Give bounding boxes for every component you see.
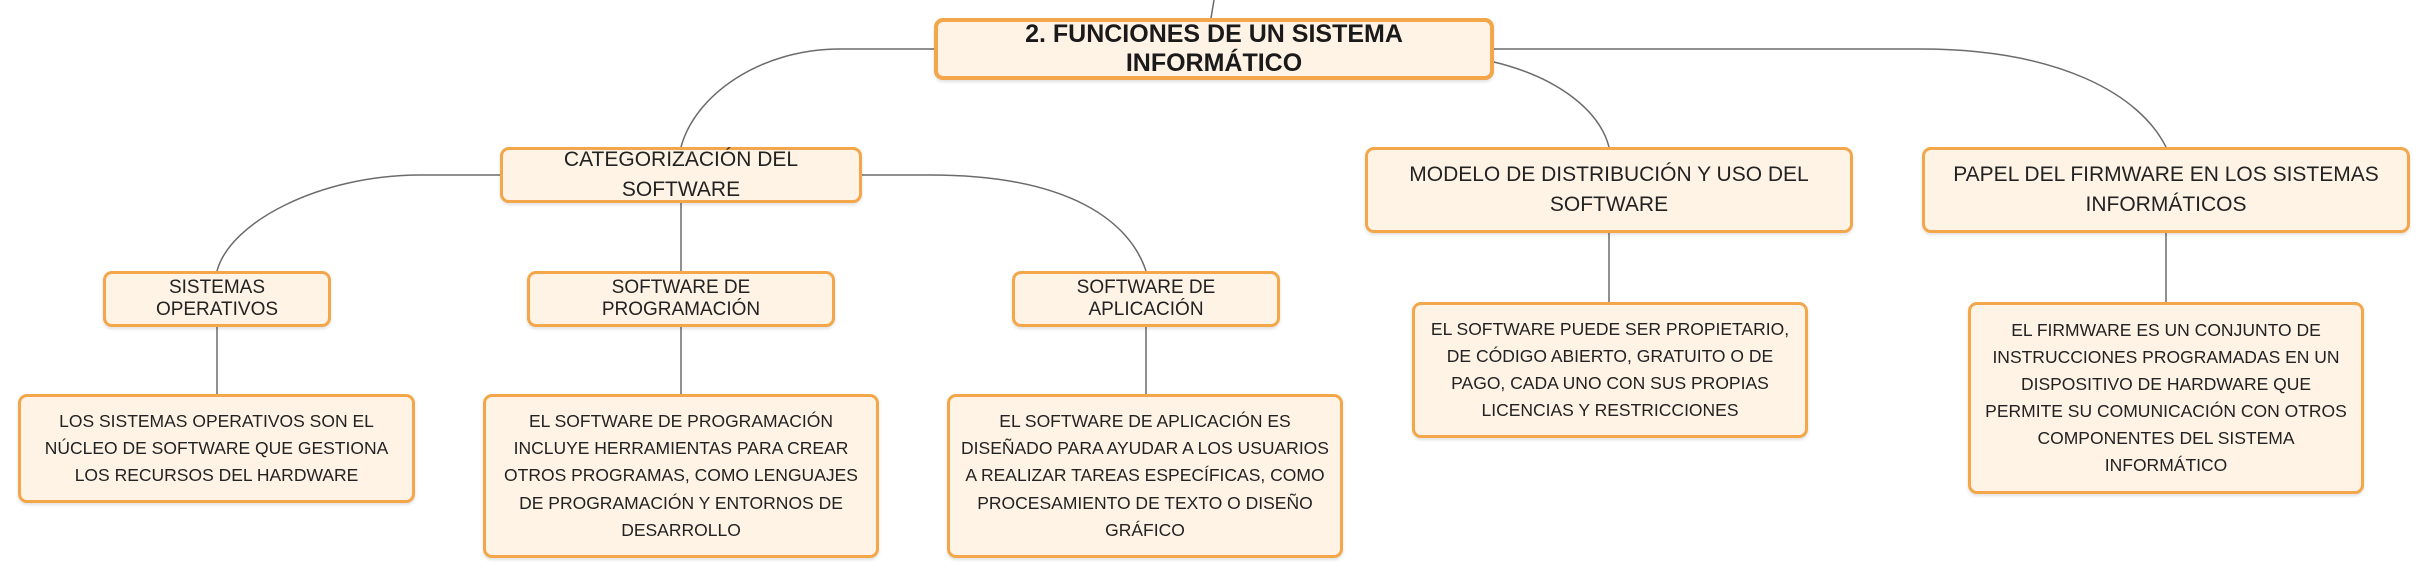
connector-categorizacion-sistemas-operativos — [216, 174, 500, 272]
programacion-node-label: SOFTWARE DE PROGRAMACIÓN — [601, 277, 761, 320]
root-node[interactable]: 2. FUNCIONES DE UN SISTEMA INFORMÁTICO — [934, 18, 1494, 80]
categorizacion-node-label: CATEGORIZACIÓN DEL SOFTWARE — [563, 147, 799, 201]
sistemas-operativos-detail-node[interactable]: LOS SISTEMAS OPERATIVOS SON EL NÚCLEO DE… — [18, 394, 415, 503]
programacion-node[interactable]: SOFTWARE DE PROGRAMACIÓN — [527, 271, 835, 327]
firmware-node[interactable]: PAPEL DEL FIRMWARE EN LOS SISTEMAS INFOR… — [1922, 147, 2410, 233]
programacion-detail-text: EL SOFTWARE DE PROGRAMACIÓN INCLUYE HERR… — [504, 411, 858, 540]
aplicacion-node-label: SOFTWARE DE APLICACIÓN — [1076, 277, 1216, 320]
sistemas-operativos-detail-text: LOS SISTEMAS OPERATIVOS SON EL NÚCLEO DE… — [44, 410, 389, 486]
connector-root-parent — [1210, 0, 1215, 19]
sistemas-operativos-node-label: SISTEMAS OPERATIVOS — [155, 277, 279, 320]
root-node-label: 2. FUNCIONES DE UN SISTEMA INFORMÁTICO — [1025, 20, 1403, 77]
modelo-detail-node[interactable]: EL SOFTWARE PUEDE SER PROPIETARIO, DE CÓ… — [1412, 302, 1808, 438]
aplicacion-detail-text: EL SOFTWARE DE APLICACIÓN ES DISEÑADO PA… — [961, 411, 1329, 540]
aplicacion-node[interactable]: SOFTWARE DE APLICACIÓN — [1012, 271, 1280, 327]
modelo-node-label: MODELO DE DISTRIBUCIÓN Y USO DEL SOFTWAR… — [1409, 162, 1809, 216]
firmware-detail-text: EL FIRMWARE ES UN CONJUNTO DE INSTRUCCIO… — [1985, 319, 2347, 476]
connector-categorizacion-aplicacion — [862, 174, 1147, 272]
connector-root-firmware — [1494, 48, 2167, 148]
programacion-detail-node[interactable]: EL SOFTWARE DE PROGRAMACIÓN INCLUYE HERR… — [483, 394, 879, 558]
modelo-detail-text: EL SOFTWARE PUEDE SER PROPIETARIO, DE CÓ… — [1430, 318, 1790, 421]
firmware-detail-node[interactable]: EL FIRMWARE ES UN CONJUNTO DE INSTRUCCIO… — [1968, 302, 2364, 494]
aplicacion-detail-node[interactable]: EL SOFTWARE DE APLICACIÓN ES DISEÑADO PA… — [947, 394, 1343, 558]
firmware-node-label: PAPEL DEL FIRMWARE EN LOS SISTEMAS INFOR… — [1953, 162, 2379, 216]
categorizacion-node[interactable]: CATEGORIZACIÓN DEL SOFTWARE — [500, 147, 862, 203]
connector-root-categorizacion — [680, 48, 934, 148]
connector-root-modelo — [1493, 61, 1610, 148]
sistemas-operativos-node[interactable]: SISTEMAS OPERATIVOS — [103, 271, 331, 327]
modelo-node[interactable]: MODELO DE DISTRIBUCIÓN Y USO DEL SOFTWAR… — [1365, 147, 1853, 233]
